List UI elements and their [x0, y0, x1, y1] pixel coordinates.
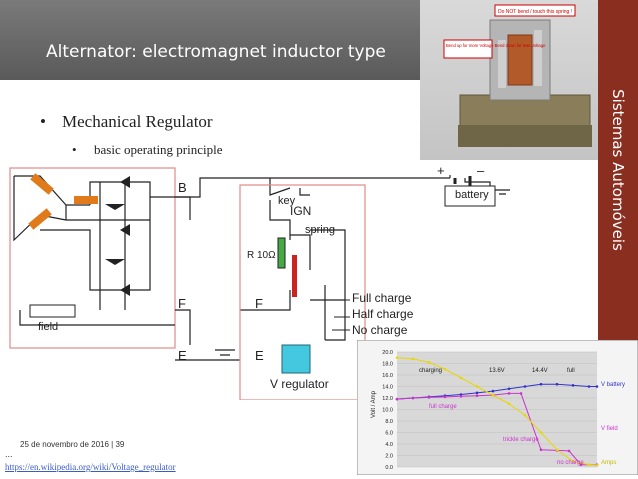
series-point-1: [539, 448, 543, 452]
series-point-2: [595, 463, 599, 467]
graph-ylabel: Volt / Amp: [371, 390, 377, 418]
slide-header: Alternator: electromagnet inductor type: [0, 0, 420, 80]
charging-graph: Volt / Amp 20.0 18.0 16.0 14.0 12.0 10.0 8.0 6.…: [357, 340, 638, 475]
footer-ellipsis: ...: [5, 449, 13, 459]
series-point-2: [523, 413, 527, 417]
series-point-0: [587, 385, 591, 388]
label-v-regulator: V regulator: [270, 377, 329, 391]
series-point-2: [507, 402, 511, 406]
y-tick-label: 8.0: [385, 419, 393, 425]
photo-note-left: Bend up for more Voltage Bend down for l…: [446, 43, 546, 48]
series-point-0: [595, 385, 599, 388]
label-ign: IGN: [290, 204, 311, 218]
y-tick-label: 16.0: [382, 373, 393, 379]
series-point-1: [567, 449, 571, 453]
y-tick-label: 14.0: [382, 385, 393, 391]
anno-13-6v: 13.6V: [489, 368, 505, 374]
label-battery: battery: [455, 189, 489, 201]
series-point-2: [459, 376, 463, 380]
bullet-main-text: Mechanical Regulator: [62, 112, 213, 131]
series-point-0: [523, 385, 527, 388]
series-point-0: [539, 382, 543, 386]
bullet-sub-text: basic operating principle: [94, 142, 223, 157]
label-spring: spring: [305, 224, 335, 236]
series-point-1: [519, 392, 523, 395]
label-minus: –: [477, 163, 485, 178]
series-point-0: [491, 389, 495, 393]
anno-full-charge: full charge: [429, 404, 457, 410]
series-point-1: [411, 396, 415, 400]
bullet-dot-icon: •: [40, 112, 46, 131]
sidebar-course-title: Sistemas Automóveis: [609, 89, 627, 251]
series-point-2: [475, 385, 479, 388]
series-point-2: [395, 356, 399, 360]
label-key: key: [278, 195, 296, 207]
series-point-1: [427, 396, 431, 399]
series-point-0: [507, 387, 511, 391]
regulator-photo: Do NOT bend / touch this spring ! Bend u…: [420, 0, 598, 160]
series-point-1: [507, 392, 511, 395]
series-point-1: [443, 395, 447, 399]
series-point-0: [555, 382, 559, 386]
label-e-regulator: E: [255, 348, 264, 363]
series-point-1: [395, 397, 399, 401]
photo-note-top: Do NOT bend / touch this spring !: [498, 9, 572, 15]
series-line-0: [396, 383, 597, 400]
label-e-terminal: E: [178, 348, 187, 363]
label-f-regulator: F: [255, 296, 263, 311]
sidebar-band: Sistemas Automóveis: [598, 0, 638, 340]
bullet-sub: • basic operating principle: [72, 142, 223, 158]
series-point-1: [459, 394, 463, 398]
y-tick-label: 4.0: [385, 442, 393, 448]
y-tick-label: 20.0: [382, 350, 393, 356]
footer-source-link[interactable]: https://en.wikipedia.org/wiki/Voltage_re…: [5, 462, 176, 472]
label-resistor: R 10Ω: [247, 250, 276, 261]
series-point-0: [475, 391, 479, 395]
legend-v-battery: V battery: [601, 382, 625, 388]
legend-amps: Amps: [601, 460, 616, 466]
label-no-charge: No charge: [352, 323, 408, 337]
legend-v-field: V field: [601, 426, 618, 432]
bullet-dot-icon: •: [72, 142, 77, 157]
y-tick-label: 18.0: [382, 362, 393, 368]
series-point-0: [571, 384, 575, 387]
slide-title: Alternator: electromagnet inductor type: [46, 42, 386, 62]
y-tick-label: 12.0: [382, 396, 393, 402]
y-tick-label: 2.0: [385, 454, 393, 460]
anno-trickle-charge: trickle charge: [503, 437, 539, 443]
label-f-terminal: F: [178, 296, 186, 311]
label-half-charge: Half charge: [352, 307, 414, 321]
anno-full: full: [567, 368, 575, 374]
label-full-charge: Full charge: [352, 291, 412, 305]
label-b-terminal: B: [178, 180, 187, 195]
label-field: field: [38, 321, 58, 333]
y-tick-label: 6.0: [385, 431, 393, 437]
series-point-1: [579, 463, 583, 466]
series-line-1: [396, 392, 597, 466]
series-point-1: [475, 394, 479, 397]
series-point-2: [587, 463, 591, 466]
regulator-photo-drawing: Do NOT bend / touch this spring ! Bend u…: [443, 4, 592, 147]
series-point-2: [571, 459, 575, 463]
series-line-2: [396, 357, 598, 466]
series-point-2: [491, 393, 495, 397]
series-point-2: [411, 357, 415, 361]
y-tick-label: 10.0: [382, 408, 393, 414]
series-point-2: [555, 448, 559, 452]
series-point-2: [539, 431, 543, 434]
bullet-main: • Mechanical Regulator: [40, 112, 213, 132]
anno-14-4v: 14.4V: [532, 368, 548, 374]
series-point-2: [427, 361, 431, 364]
anno-no-charge: no charge: [557, 460, 584, 466]
circuit-diagram: B F E field key + – battery IGN spring R…: [9, 163, 510, 400]
y-tick-label: 0.0: [385, 465, 393, 471]
anno-charging: charging: [419, 368, 442, 374]
series-point-2: [443, 367, 447, 371]
label-plus: +: [437, 163, 445, 178]
footer-date: 25 de novembro de 2016 | 39: [20, 440, 125, 449]
